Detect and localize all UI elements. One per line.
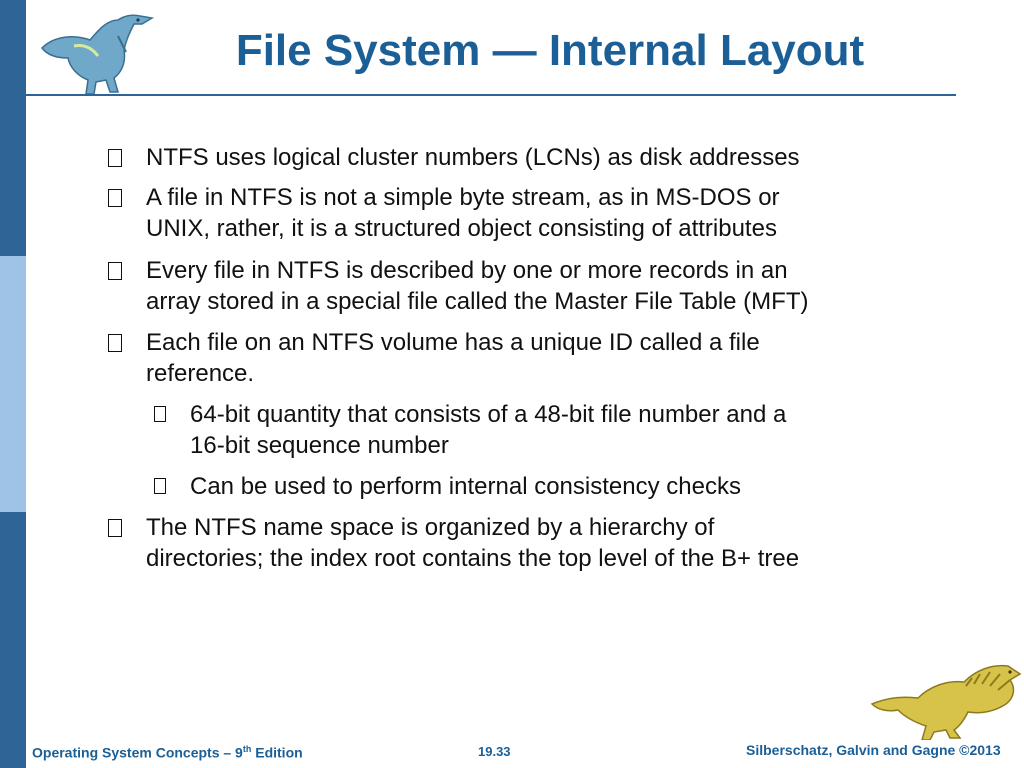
bullet-item: NTFS uses logical cluster numbers (LCNs)…: [108, 142, 908, 173]
bullet-box-icon: [108, 262, 122, 280]
bullet-item: A file in NTFS is not a simple byte stre…: [108, 182, 908, 244]
bullet-text: A file in NTFS is not a simple byte stre…: [146, 184, 780, 242]
title-divider: [26, 94, 956, 96]
footer-book-title: Operating System Concepts – 9th Edition: [32, 744, 303, 761]
sub-bullet-item: 64-bit quantity that consists of a 48-bi…: [154, 399, 914, 461]
bullet-box-icon: [154, 478, 166, 494]
dinosaur-icon: [41, 14, 155, 95]
bullet-box-icon: [108, 189, 122, 207]
dinosaur-icon: [870, 664, 1022, 740]
footer-book-sup: th: [242, 744, 252, 754]
bullet-text: Every file in NTFS is described by one o…: [146, 257, 809, 315]
bullet-box-icon: [108, 519, 122, 537]
bullet-item: Every file in NTFS is described by one o…: [108, 255, 908, 317]
bullet-text: Each file on an NTFS volume has a unique…: [146, 329, 760, 387]
bullet-text: NTFS uses logical cluster numbers (LCNs)…: [146, 144, 800, 171]
page-number: 19.33: [478, 744, 511, 759]
bullet-item: Each file on an NTFS volume has a unique…: [108, 327, 908, 389]
sidebar-band-middle: [0, 256, 26, 512]
sub-bullet-item: Can be used to perform internal consiste…: [154, 471, 914, 502]
bullet-item: The NTFS name space is organized by a hi…: [108, 512, 908, 574]
footer-book-prefix: Operating System Concepts – 9: [32, 744, 243, 761]
bullet-box-icon: [108, 149, 122, 167]
footer-copyright: Silberschatz, Galvin and Gagne ©2013: [746, 742, 1001, 758]
footer-book-suffix: Edition: [251, 744, 303, 761]
sidebar-band-top: [0, 0, 26, 256]
bullet-box-icon: [108, 334, 122, 352]
bullet-text: Can be used to perform internal consiste…: [190, 473, 741, 500]
bullet-text: 64-bit quantity that consists of a 48-bi…: [190, 401, 787, 459]
sidebar-band-bottom: [0, 512, 26, 768]
slide-title: File System — Internal Layout: [235, 26, 865, 75]
bullet-box-icon: [154, 406, 166, 422]
bullet-text: The NTFS name space is organized by a hi…: [146, 514, 800, 572]
